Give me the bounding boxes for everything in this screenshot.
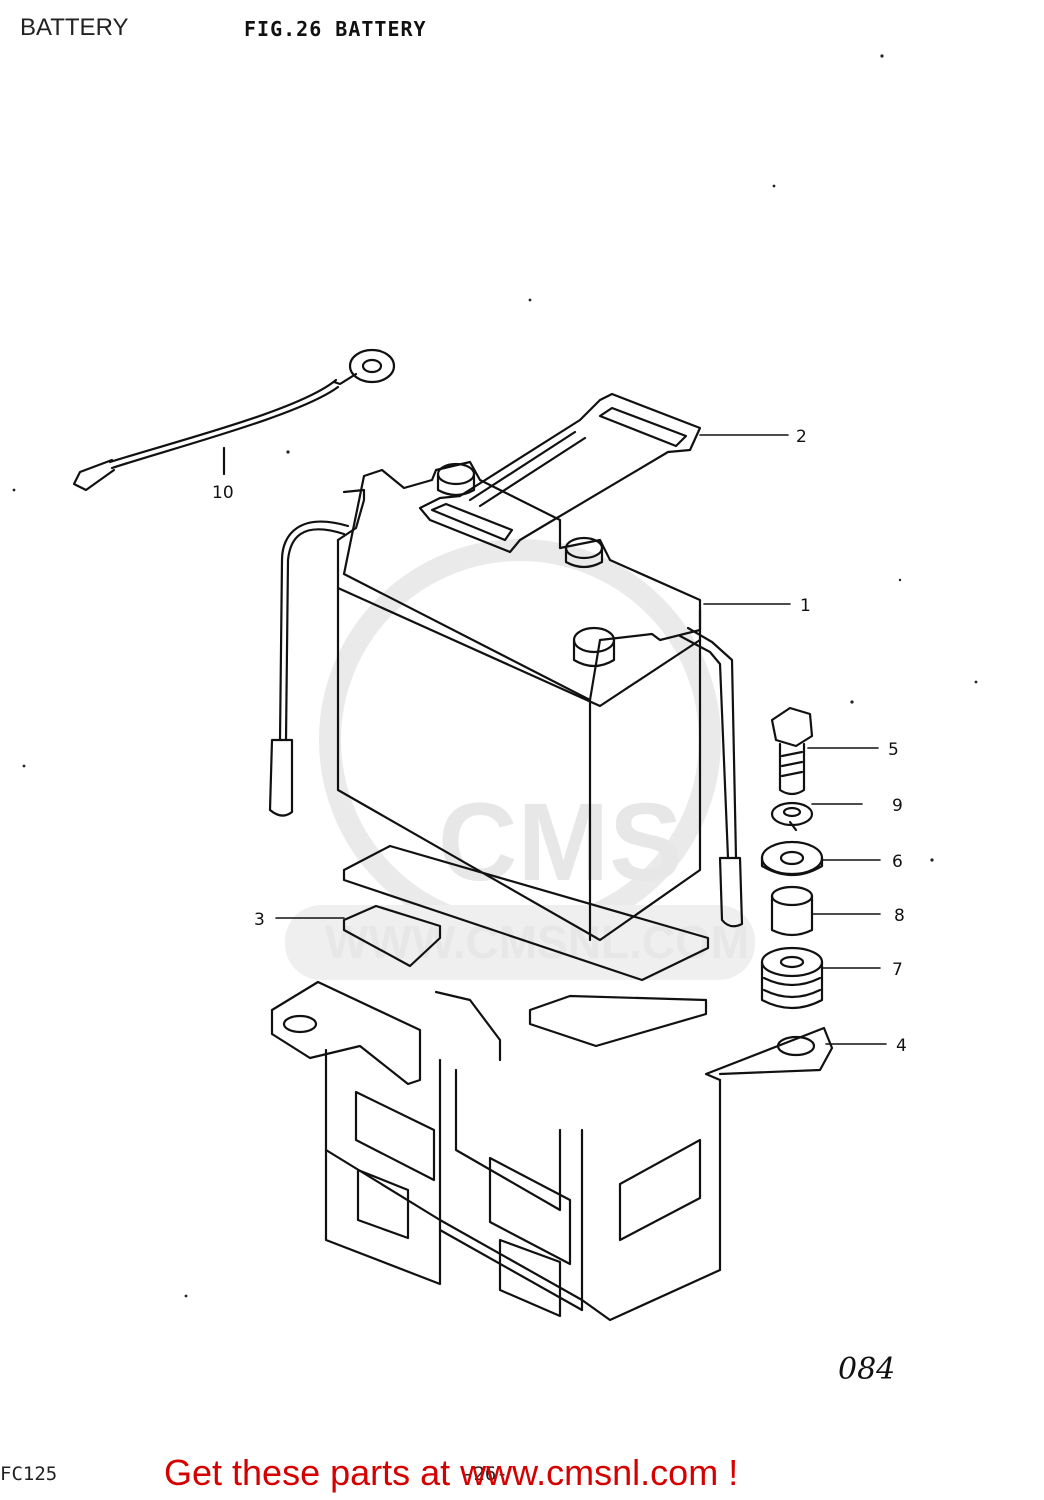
callout-5: 5 (888, 740, 899, 760)
page-title: BATTERY (20, 14, 129, 41)
cable-10 (72, 348, 396, 492)
washer-6 (760, 840, 824, 876)
callout-8: 8 (894, 906, 905, 926)
strap-2 (418, 392, 702, 554)
leader-lines (275, 434, 887, 1045)
battery-1 (268, 460, 744, 942)
bolt-5 (770, 706, 814, 796)
figure-code: 084 (838, 1352, 896, 1387)
grommet-7 (760, 946, 824, 1010)
lockwasher-9 (770, 801, 814, 832)
promo-link[interactable]: Get these parts at www.cmsnl.com ! (164, 1452, 739, 1493)
holder-4 (270, 980, 834, 1322)
callout-4: 4 (896, 1036, 907, 1056)
model-code: FC125 (0, 1463, 58, 1485)
watermark-brand: CMS (438, 781, 682, 904)
collar-8 (770, 885, 814, 937)
page-number: -26- (462, 1463, 508, 1485)
callout-3: 3 (254, 910, 265, 930)
callout-labels: 1 2 3 4 5 6 7 8 9 10 (212, 427, 907, 1056)
figure-title: FIG.26 BATTERY (244, 17, 427, 41)
callout-6: 6 (892, 852, 903, 872)
scan-specks (12, 54, 978, 1298)
callout-10: 10 (212, 483, 234, 503)
callout-7: 7 (892, 960, 903, 980)
watermark-url: WWW.CMSNL.COM (325, 916, 749, 968)
callout-9: 9 (892, 796, 903, 816)
callout-1: 1 (800, 596, 811, 616)
callout-2: 2 (796, 427, 807, 447)
pads-3 (342, 844, 710, 1048)
